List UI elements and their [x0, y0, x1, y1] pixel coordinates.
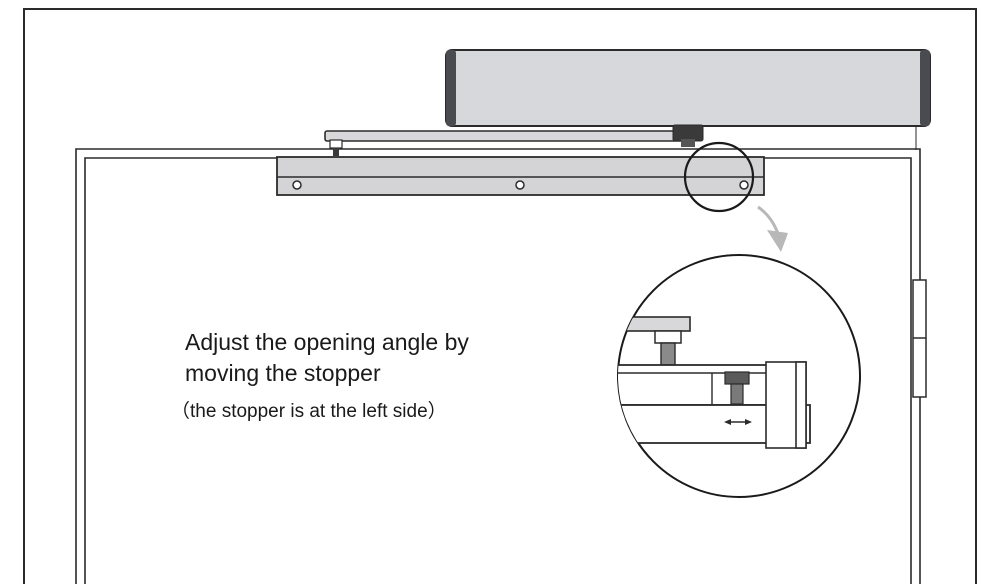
closer-body: [445, 49, 931, 127]
detail-magnified-view: [618, 316, 811, 449]
rail-screw-right: [739, 180, 749, 190]
slide-direction-arrow-icon: [724, 419, 752, 425]
slide-rail: [276, 156, 765, 196]
outer-frame: [23, 8, 977, 584]
rail-screw-left: [292, 180, 302, 190]
detail-arrow-icon: [757, 205, 788, 252]
closer-arm: [324, 124, 704, 156]
detail-highlight-circle: [683, 141, 755, 213]
rail-screw-middle: [515, 180, 525, 190]
instruction-line-2: moving the stopper: [185, 360, 381, 386]
instruction-note: （the stopper is at the left side）: [171, 401, 447, 422]
instruction-caption: Adjust the opening angle by moving the s…: [171, 327, 605, 425]
stopper-icon: [724, 371, 750, 405]
instruction-line-1: Adjust the opening angle by: [185, 329, 469, 355]
